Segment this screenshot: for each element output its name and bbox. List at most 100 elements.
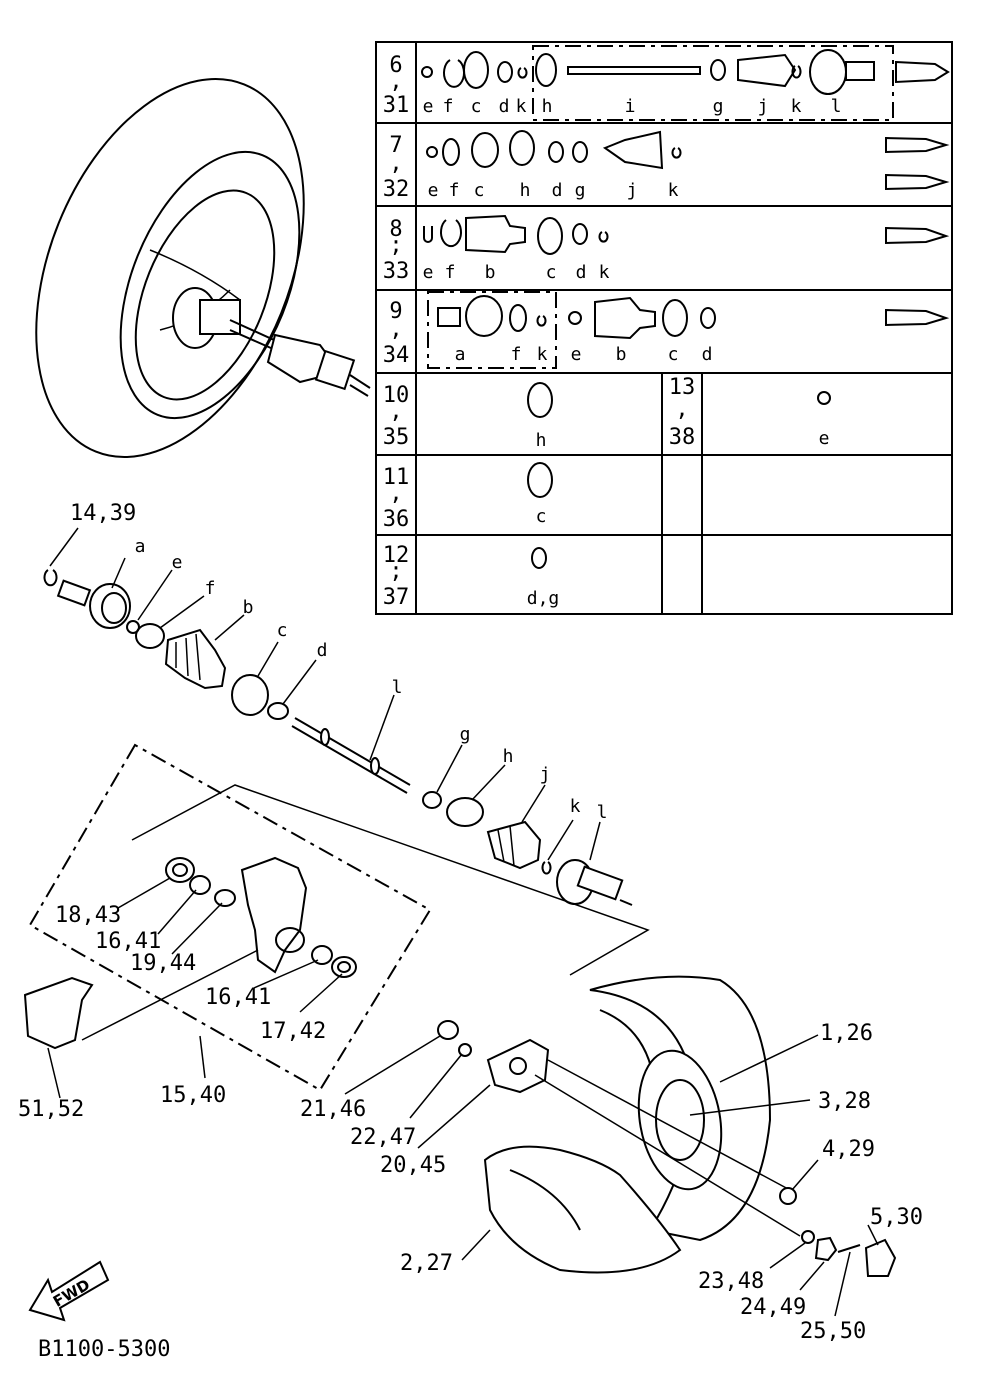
callout-19-44: 19,44 bbox=[130, 951, 196, 976]
upper-wheel-assembly bbox=[35, 77, 371, 459]
svg-text:g: g bbox=[460, 724, 471, 745]
svg-text:h: h bbox=[542, 96, 553, 117]
svg-text:f: f bbox=[449, 180, 460, 201]
callout-3-28: 3,28 bbox=[818, 1089, 871, 1114]
table-row5-top: 10 bbox=[383, 383, 410, 408]
table-row1-letters: e f c d k h i g j k l bbox=[423, 96, 842, 117]
callout-2-27: 2,27 bbox=[400, 1251, 453, 1276]
svg-text:c: c bbox=[474, 180, 485, 201]
callout-lines bbox=[47, 527, 879, 1317]
table-row6-top: 11 bbox=[383, 465, 410, 490]
table-row7-letter: d,g bbox=[527, 588, 560, 609]
svg-text:f: f bbox=[205, 578, 216, 599]
callout-22-47: 22,47 bbox=[350, 1125, 416, 1150]
table-row4-parts bbox=[437, 295, 950, 340]
table-row5-top2: 13 bbox=[669, 375, 696, 400]
svg-text:d: d bbox=[552, 180, 563, 201]
svg-text:l: l bbox=[392, 677, 403, 698]
table-row4-top: 9 bbox=[389, 299, 402, 324]
svg-text:d: d bbox=[576, 262, 587, 283]
table-row7-sep: ; bbox=[389, 559, 402, 584]
callout-15-40: 15,40 bbox=[160, 1083, 226, 1108]
table-row6-sep: , bbox=[389, 481, 402, 506]
svg-text:g: g bbox=[575, 180, 586, 201]
callout-24-49: 24,49 bbox=[740, 1295, 806, 1320]
callout-21-46: 21,46 bbox=[300, 1097, 366, 1122]
callout-14-39: 14,39 bbox=[70, 501, 136, 526]
exploded-drive-shaft bbox=[43, 569, 633, 906]
svg-text:a: a bbox=[455, 344, 466, 365]
table-row2-top: 7 bbox=[389, 133, 402, 158]
table-row3-letters: e f b c d k bbox=[423, 262, 610, 283]
table-row6-letter: c bbox=[536, 506, 547, 527]
svg-text:b: b bbox=[243, 597, 254, 618]
table-row1-top: 6 bbox=[389, 53, 402, 78]
svg-text:k: k bbox=[599, 262, 610, 283]
svg-text:e: e bbox=[423, 96, 434, 117]
table-row2-bottom: 32 bbox=[383, 177, 410, 202]
lower-wheel-assembly bbox=[437, 975, 897, 1277]
svg-text:j: j bbox=[540, 764, 551, 785]
callout-4-29: 4,29 bbox=[822, 1137, 875, 1162]
table-row3-top: 8 bbox=[389, 217, 402, 242]
svg-text:a: a bbox=[135, 536, 146, 557]
svg-text:h: h bbox=[503, 746, 514, 767]
svg-text:k: k bbox=[791, 96, 802, 117]
fwd-arrow-icon: FWD bbox=[28, 1260, 110, 1322]
dashed-knuckle-outline bbox=[28, 743, 650, 1092]
callout-17-42: 17,42 bbox=[260, 1019, 326, 1044]
shaft-letter-labels: a e f b c d l g h j k l bbox=[111, 536, 608, 861]
table-row3-sep: ; bbox=[389, 233, 402, 258]
svg-text:d: d bbox=[499, 96, 510, 117]
table-row4-letters: a f k e b c d bbox=[455, 344, 713, 365]
svg-text:f: f bbox=[443, 96, 454, 117]
table-row5-letter: h bbox=[536, 430, 547, 451]
table-row1-parts bbox=[421, 49, 950, 95]
svg-text:f: f bbox=[511, 344, 522, 365]
callout-1-26: 1,26 bbox=[820, 1021, 873, 1046]
table-row5-sep: , bbox=[389, 399, 402, 424]
svg-text:k: k bbox=[668, 180, 679, 201]
table-row4-bottom: 34 bbox=[383, 343, 410, 368]
svg-text:h: h bbox=[520, 180, 531, 201]
svg-text:c: c bbox=[277, 620, 288, 641]
svg-text:j: j bbox=[627, 180, 638, 201]
table-row2-letters: e f c h d g j k bbox=[428, 180, 679, 201]
svg-text:d: d bbox=[702, 344, 713, 365]
svg-text:e: e bbox=[428, 180, 439, 201]
callout-16-41-b: 16,41 bbox=[205, 985, 271, 1010]
table-row5-bottom: 35 bbox=[383, 425, 410, 450]
svg-text:g: g bbox=[713, 96, 724, 117]
table-row7-bottom: 37 bbox=[383, 585, 410, 610]
table-row3-parts bbox=[423, 214, 950, 255]
svg-text:l: l bbox=[597, 802, 608, 823]
callout-5-30: 5,30 bbox=[870, 1205, 923, 1230]
svg-text:c: c bbox=[668, 344, 679, 365]
svg-text:k: k bbox=[537, 344, 548, 365]
table-row5-letter2: e bbox=[819, 428, 830, 449]
table-row4-sep: , bbox=[389, 317, 402, 342]
table-row6-bottom: 36 bbox=[383, 507, 410, 532]
svg-text:e: e bbox=[423, 262, 434, 283]
table-row1-bottom: 31 bbox=[383, 93, 410, 118]
svg-text:c: c bbox=[471, 96, 482, 117]
table-row2-parts bbox=[426, 130, 950, 191]
svg-text:c: c bbox=[546, 262, 557, 283]
svg-text:l: l bbox=[831, 96, 842, 117]
svg-text:e: e bbox=[172, 552, 183, 573]
table-row2-sep: , bbox=[389, 151, 402, 176]
svg-text:j: j bbox=[758, 96, 769, 117]
callout-labels: 14,39 18,43 16,41 19,44 16,41 17,42 15,4… bbox=[18, 501, 923, 1344]
callout-25-50: 25,50 bbox=[800, 1319, 866, 1344]
svg-text:i: i bbox=[625, 96, 636, 117]
svg-text:e: e bbox=[571, 344, 582, 365]
table-row7-top: 12 bbox=[383, 543, 410, 568]
table-row1-sep: , bbox=[389, 69, 402, 94]
diagram-code: B1100-5300 bbox=[38, 1337, 170, 1362]
knuckle-parts bbox=[23, 856, 357, 1050]
parts-table: 6 , 31 e f c d k h i g j bbox=[375, 41, 953, 615]
table-row5-bottom2: 38 bbox=[669, 425, 696, 450]
svg-text:k: k bbox=[570, 796, 581, 817]
svg-text:b: b bbox=[616, 344, 627, 365]
